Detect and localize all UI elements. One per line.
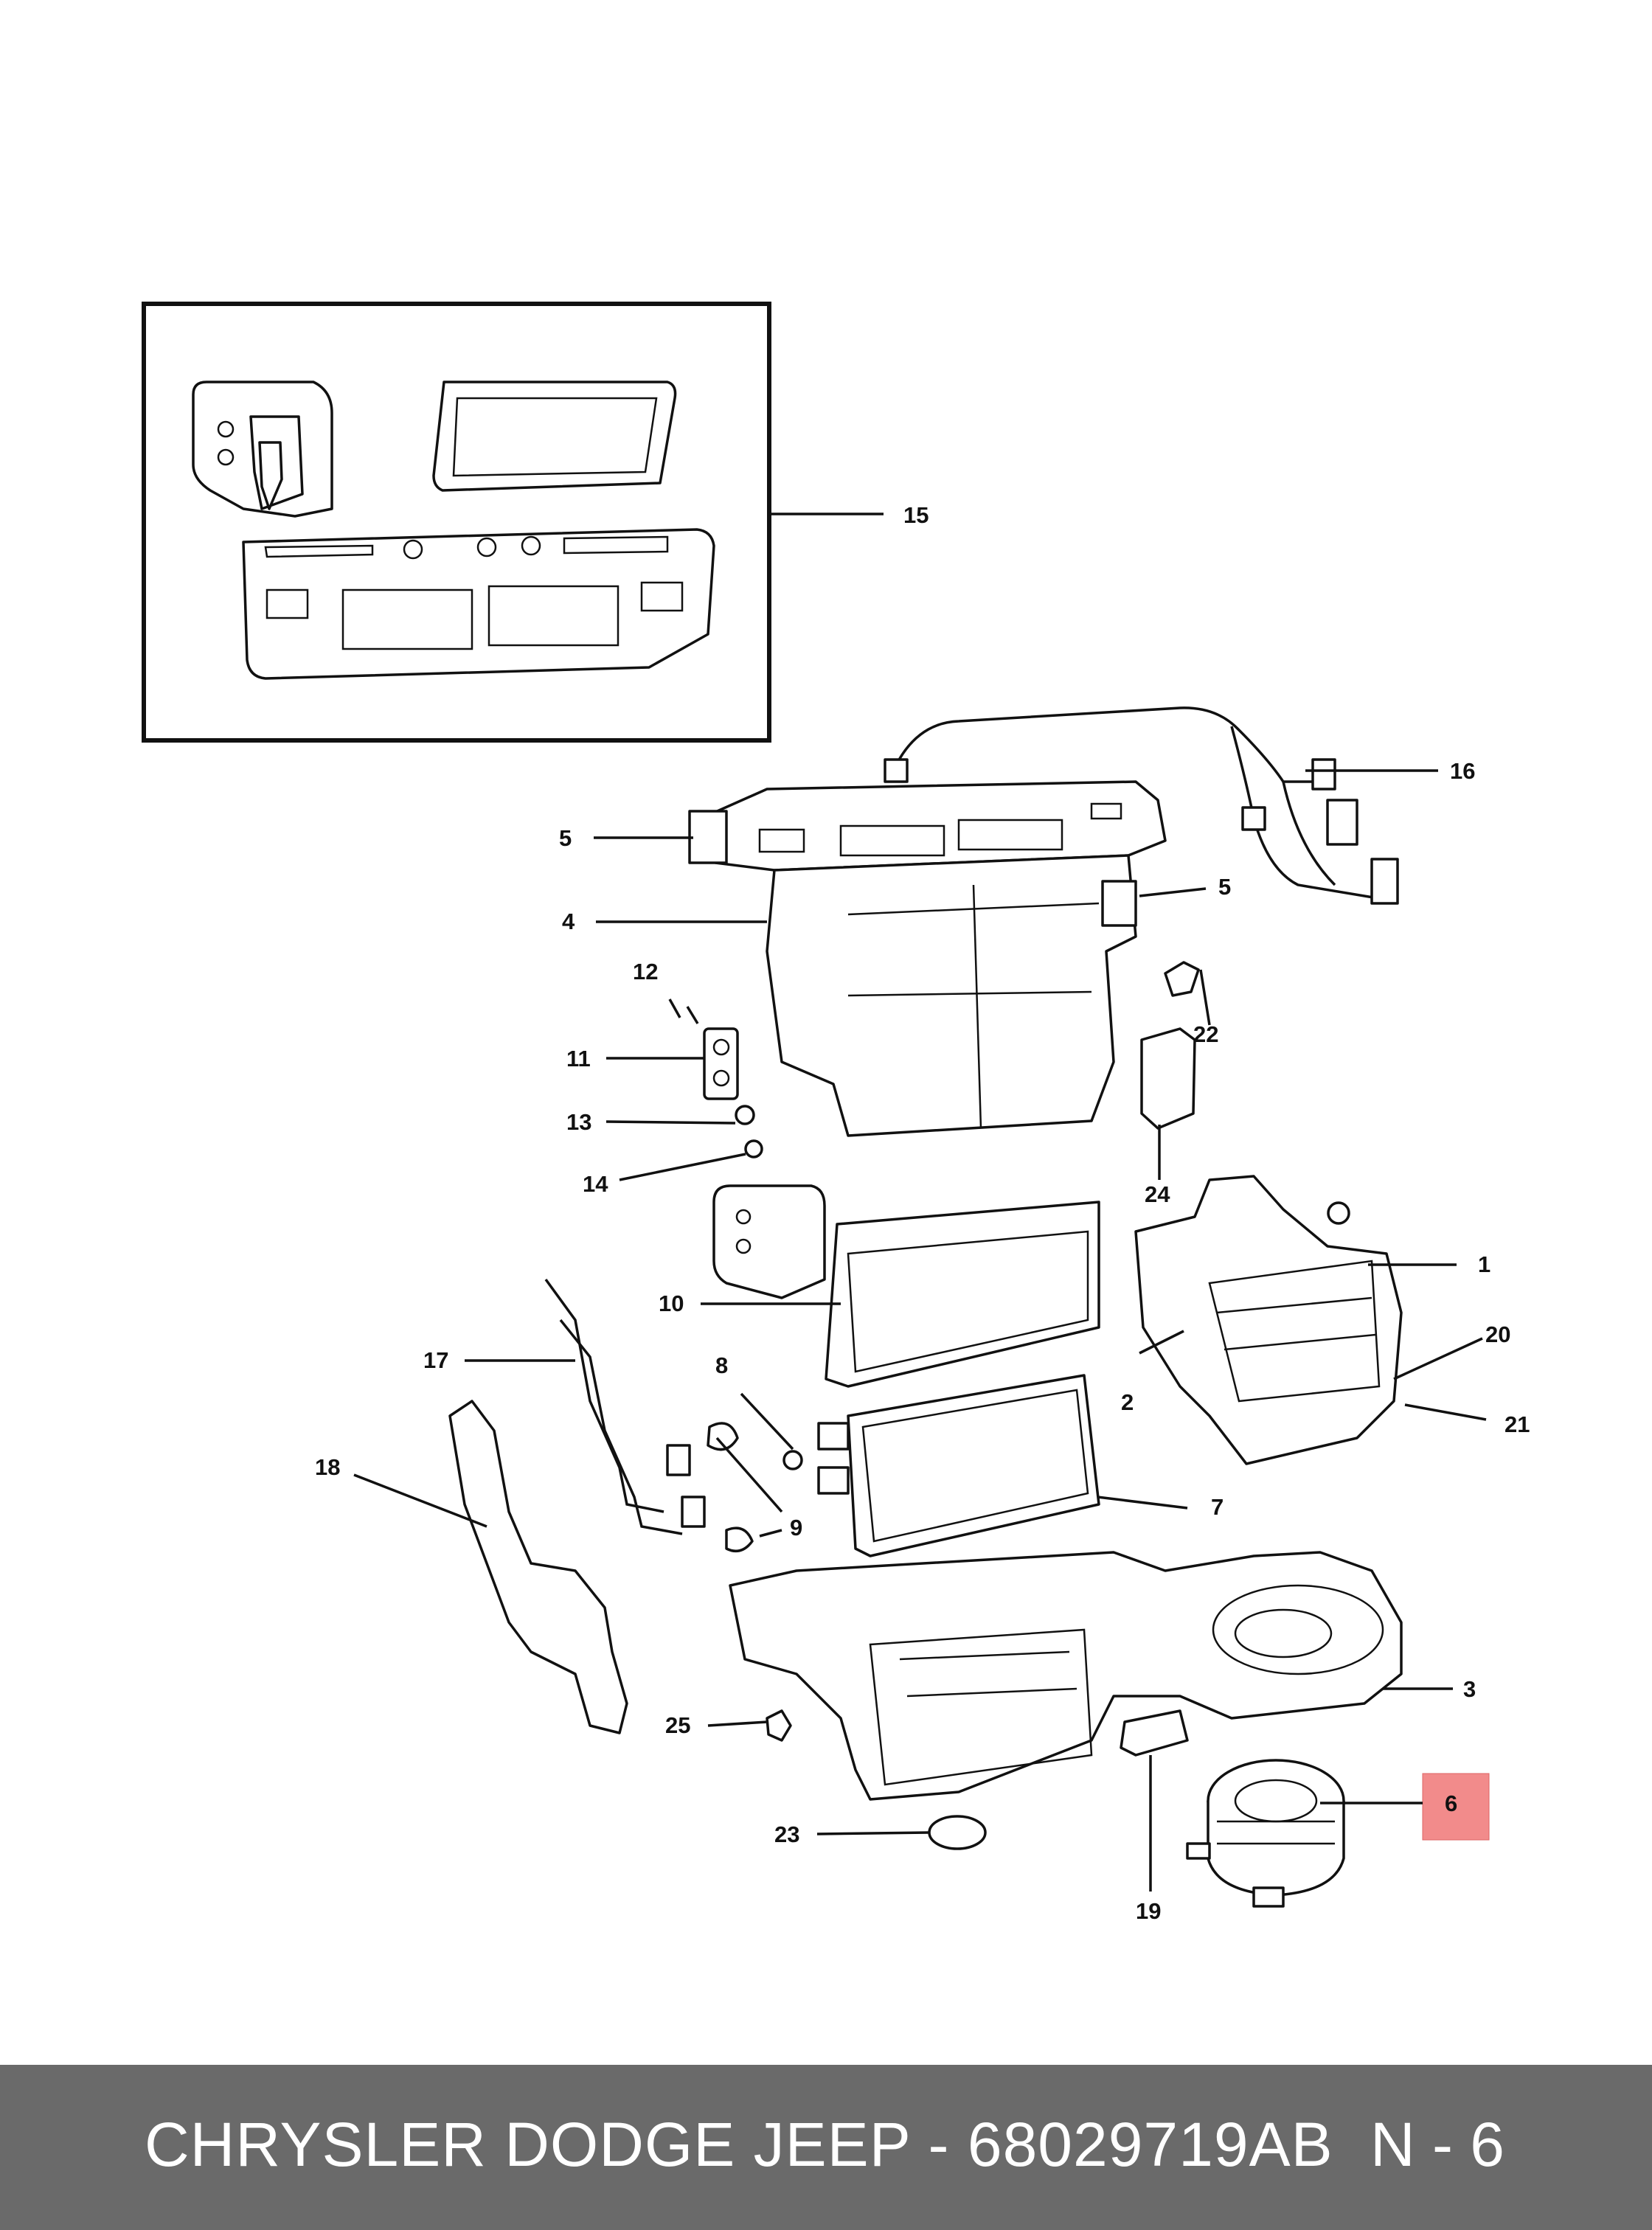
resistor-19 <box>1120 1709 1189 1757</box>
callout-5b: 5 <box>1218 874 1231 900</box>
callout-7: 7 <box>1211 1494 1224 1520</box>
refrigerant-lines <box>544 1278 706 1535</box>
highlight-box <box>1422 1773 1490 1841</box>
screws <box>668 998 699 1024</box>
callout-6: 6 <box>1445 1790 1457 1816</box>
callout-22: 22 <box>1193 1021 1218 1047</box>
floor-duct <box>448 1400 628 1734</box>
callout-24: 24 <box>1145 1181 1170 1207</box>
blower-motor <box>1186 1759 1345 1908</box>
evaporator <box>712 1184 1100 1388</box>
heater-core <box>817 1374 1100 1557</box>
parts-diagram: 15 16 5 5 4 12 22 11 13 14 24 1 10 20 17… <box>142 302 1530 1924</box>
fastener-25 <box>766 1709 792 1742</box>
callouts: 15 16 5 5 4 12 22 11 13 14 24 1 10 20 17… <box>315 502 1530 1924</box>
footer-reference: N - 6 <box>1370 2110 1505 2179</box>
callout-14: 14 <box>583 1171 608 1197</box>
o-ring-13 <box>735 1105 755 1125</box>
callout-25: 25 <box>665 1712 690 1738</box>
callout-21: 21 <box>1504 1411 1530 1437</box>
o-ring-14 <box>744 1139 763 1159</box>
footer-bar: CHRYSLER DODGE JEEP - 68029719AB N - 6 <box>0 2065 1652 2230</box>
callout-13: 13 <box>566 1109 591 1135</box>
upper-housing <box>688 780 1167 1137</box>
sensor <box>1164 961 1200 997</box>
clip-9 <box>707 1422 739 1451</box>
expansion-valve <box>703 1027 739 1100</box>
callout-1: 1 <box>1478 1251 1490 1277</box>
callout-16: 16 <box>1450 758 1475 784</box>
callout-4: 4 <box>562 909 575 934</box>
wiring-harness <box>884 706 1399 905</box>
callout-20: 20 <box>1485 1321 1510 1347</box>
lower-housing <box>729 1551 1403 1801</box>
leader-lines <box>353 513 1487 1892</box>
callout-3: 3 <box>1463 1676 1476 1702</box>
callout-12: 12 <box>633 959 658 984</box>
callout-5a: 5 <box>559 825 572 851</box>
callout-2: 2 <box>1121 1389 1134 1415</box>
callout-8: 8 <box>715 1352 728 1378</box>
callout-18: 18 <box>315 1454 340 1480</box>
callout-23: 23 <box>774 1821 799 1847</box>
seal-8 <box>782 1450 803 1470</box>
inset-box <box>142 302 771 743</box>
seal-23 <box>928 1815 987 1850</box>
callout-17: 17 <box>423 1347 448 1373</box>
duct-piece-24 <box>1140 1027 1196 1130</box>
footer-caption: CHRYSLER DODGE JEEP - 68029719AB <box>145 2110 1333 2179</box>
callout-15: 15 <box>903 502 929 528</box>
callout-11: 11 <box>566 1046 591 1071</box>
callout-10: 10 <box>659 1291 684 1316</box>
clip-9b <box>725 1526 754 1553</box>
callout-9: 9 <box>790 1515 802 1540</box>
blower-housing <box>1134 1175 1403 1465</box>
callout-19: 19 <box>1136 1898 1161 1924</box>
